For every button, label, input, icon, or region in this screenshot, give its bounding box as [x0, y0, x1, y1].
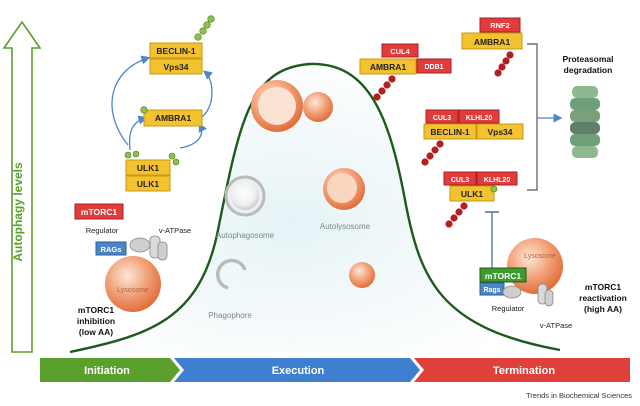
- ulk1-term-label: ULK1: [461, 189, 483, 199]
- rags-initiation-label: RAGs: [101, 245, 122, 254]
- phase-termination: [414, 358, 630, 382]
- vps34-term-label: Vps34: [487, 127, 512, 137]
- proteasome-label-1: Proteasomal: [562, 54, 613, 64]
- autophagosome-label: Autophagosome: [216, 231, 275, 240]
- autophagy-axis: Autophagy levels: [2, 20, 42, 353]
- autophagosome-vesicle: [224, 175, 266, 217]
- klhl20-a-label: KLHL20: [466, 115, 493, 122]
- lysosome-initiation-label: Lysosome: [117, 287, 149, 294]
- mtorc1-term-label: mTORC1: [485, 271, 521, 281]
- autolysosome-top: [251, 80, 333, 132]
- termination-caption-3: (high AA): [584, 304, 622, 314]
- vatpase-term-label: v-ATPase: [540, 321, 572, 330]
- regulator-initiation-label: Regulator: [86, 226, 119, 235]
- ub-chain-1: [494, 51, 514, 77]
- beclin1-term-label: BECLIN-1: [430, 127, 469, 137]
- vatpase-termination: [537, 283, 554, 307]
- cul3-b-label: CUL3: [451, 177, 469, 184]
- termination-caption-1: mTORC1: [585, 282, 621, 292]
- vps34-label: Vps34: [163, 62, 188, 72]
- lysosome-termination: [507, 238, 563, 294]
- initiation-complex: BECLIN-1 Vps34 AMBRA1 ULK1 ULK1 mTORC1 L…: [74, 15, 215, 337]
- lysosome-initiation: [105, 256, 161, 312]
- rags-term-label: Rags: [483, 287, 500, 294]
- phase-execution: [174, 358, 420, 382]
- phospho-ambra1: [140, 106, 148, 114]
- cul4-label: CUL4: [390, 47, 410, 56]
- ambra1-top-label: AMBRA1: [474, 37, 511, 47]
- phase-bar: Initiation Execution Termination: [40, 358, 630, 382]
- initiation-caption-3: (low AA): [79, 327, 113, 337]
- vatpase-initiation: [149, 235, 168, 261]
- autophagy-curve: [70, 63, 560, 352]
- phase-execution-label: Execution: [272, 365, 325, 377]
- ambra1-label: AMBRA1: [155, 113, 192, 123]
- phospho-ulk1-term: [490, 185, 498, 193]
- termination-complex: RNF2 AMBRA1 CUL4 AMBRA1 DDB1 CUL3 KLHL20…: [359, 17, 627, 330]
- beclin1-label: BECLIN-1: [156, 46, 195, 56]
- klhl20-b-label: KLHL20: [484, 177, 511, 184]
- ambra1-mid-label: AMBRA1: [370, 62, 407, 72]
- regulator-term-label: Regulator: [492, 304, 525, 313]
- rnf2-label: RNF2: [490, 21, 510, 30]
- ulk1-top-label: ULK1: [137, 163, 159, 173]
- mtorc1-initiation-label: mTORC1: [81, 207, 117, 217]
- phagophore-label: Phagophore: [208, 311, 252, 320]
- phospho-chain-beclin: [194, 15, 215, 41]
- autolysosome-vesicle: [323, 168, 365, 210]
- phase-initiation: [40, 358, 180, 382]
- proteasome-label-2: degradation: [564, 65, 613, 75]
- lysosome-term-label: Lysosome: [524, 253, 556, 260]
- ub-chain-3: [421, 140, 444, 166]
- footer-credit: Trends in Biochemical Sciences: [526, 391, 632, 400]
- vatpase-initiation-label: v-ATPase: [159, 226, 191, 235]
- autolysosome-label: Autolysosome: [320, 222, 371, 231]
- phagophore-vesicle: [216, 258, 247, 290]
- initiation-caption-2: inhibition: [77, 316, 115, 326]
- initiation-caption-1: mTORC1: [78, 305, 114, 315]
- ub-chain-2: [373, 75, 396, 101]
- ub-chain-4: [445, 202, 468, 228]
- phase-termination-label: Termination: [493, 365, 555, 377]
- proteasome-icon: [570, 86, 600, 158]
- termination-caption-2: reactivation: [579, 293, 627, 303]
- ddb1-label: DDB1: [424, 64, 443, 71]
- cul3-a-label: CUL3: [433, 115, 451, 122]
- axis-label: Autophagy levels: [11, 162, 25, 262]
- phase-initiation-label: Initiation: [84, 365, 130, 377]
- ulk1-bottom-label: ULK1: [137, 179, 159, 189]
- phospho-ulk1: [124, 150, 180, 166]
- lysosome-small: [349, 262, 375, 288]
